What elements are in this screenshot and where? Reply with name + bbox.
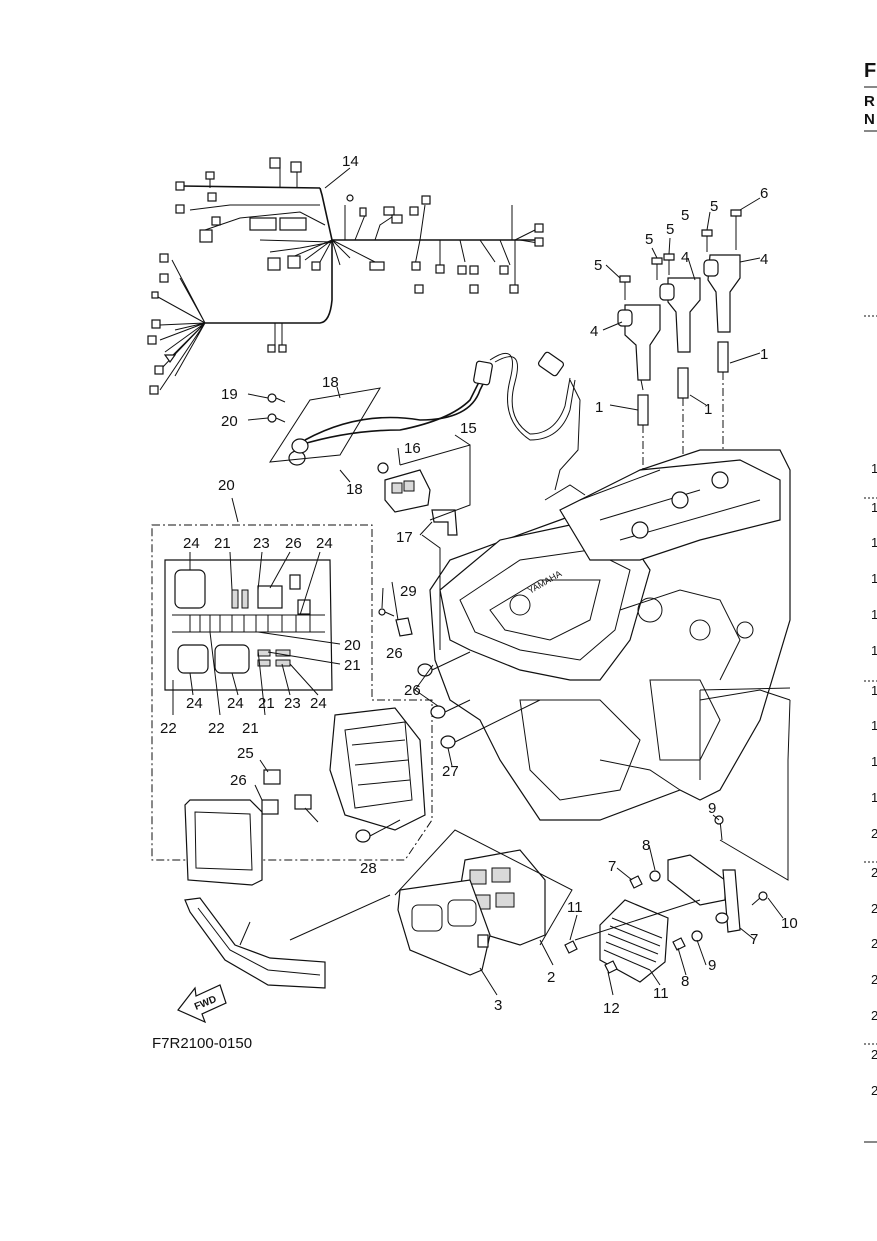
callout-21: 21 — [214, 535, 231, 552]
engine-block: YAMAHA — [429, 449, 791, 821]
fwd-arrow: FWD — [177, 984, 227, 1024]
svg-text:1: 1 — [871, 571, 877, 586]
svg-text:1: 1 — [871, 643, 877, 658]
svg-text:2: 2 — [871, 1008, 877, 1023]
callout-3: 3 — [494, 997, 502, 1014]
callout-20: 21 — [258, 695, 275, 712]
callout-1: 1 — [595, 399, 603, 416]
callout-20: 21 — [242, 720, 259, 737]
callout-21: 22 — [208, 720, 225, 737]
svg-text:1: 1 — [871, 790, 877, 805]
figure-code: F7R2100-0150 — [152, 1035, 252, 1052]
callout-5: 5 — [594, 257, 602, 274]
clip-27 — [378, 608, 413, 637]
callout-1: 1 — [704, 401, 712, 418]
callout-23: 24 — [310, 695, 327, 712]
grommets-26 — [355, 651, 541, 843]
svg-text:1: 1 — [871, 461, 877, 476]
callout-5: 5 — [681, 207, 689, 224]
callout-11: 11 — [567, 899, 583, 916]
svg-text:2: 2 — [871, 826, 877, 841]
callout-23: 24 — [316, 535, 333, 552]
callout-21: 22 — [160, 720, 177, 737]
svg-text:2: 2 — [871, 901, 877, 916]
svg-text:1: 1 — [871, 683, 877, 698]
callout-11: 12 — [603, 1000, 620, 1017]
callout-2: 2 — [547, 969, 555, 986]
callout-24: 25 — [237, 745, 254, 762]
rectifier-regulator — [564, 699, 791, 983]
callout-6: 7 — [750, 931, 758, 948]
callout-24: 26 — [230, 772, 247, 789]
callout-12: 14 — [342, 153, 359, 170]
callout-4: 4 — [681, 249, 689, 266]
svg-text:1: 1 — [871, 607, 877, 622]
strap-29 — [184, 894, 391, 989]
callout-24: 24 — [186, 695, 203, 712]
callout-5: 5 — [666, 221, 674, 238]
callout-22: 23 — [284, 695, 301, 712]
svg-text:2: 2 — [871, 1083, 877, 1098]
svg-text:2: 2 — [871, 972, 877, 987]
callout-1: 1 — [760, 346, 768, 363]
callout-26: 27 — [442, 763, 459, 780]
callout-26: 26 — [386, 645, 403, 662]
edge-header-n: N — [864, 111, 875, 128]
callout-5: 5 — [645, 231, 653, 248]
callout-4: 4 — [590, 323, 598, 340]
svg-text:2: 2 — [871, 936, 877, 951]
callout-25: 26 — [285, 535, 302, 552]
edge-header-r: R — [864, 93, 875, 110]
right-edge-table: F R N 1 1 1 1 1 1 1 1 1 1 2 2 2 2 2 2 2 … — [864, 60, 877, 1143]
callout-16: 18 — [346, 481, 363, 498]
ecm-assembly — [394, 829, 573, 976]
callout-24: 24 — [227, 695, 244, 712]
bolts-18 — [267, 393, 286, 423]
callout-17: 18 — [322, 374, 339, 391]
fuse-box-group — [151, 524, 433, 886]
callout-7: 7 — [608, 858, 616, 875]
callout-8: 9 — [708, 957, 716, 974]
battery-cables — [269, 351, 581, 491]
callout-8: 8 — [642, 837, 650, 854]
edge-header-f: F — [864, 60, 876, 82]
svg-text:1: 1 — [871, 718, 877, 733]
callout-27: 29 — [400, 583, 417, 600]
callout-9: 10 — [781, 915, 798, 932]
callout-5: 6 — [760, 185, 768, 202]
svg-text:1: 1 — [871, 535, 877, 550]
callout-26: 26 — [404, 682, 421, 699]
callout-24: 24 — [183, 535, 200, 552]
callout-21: 21 — [344, 657, 361, 674]
svg-text:2: 2 — [871, 1047, 877, 1062]
svg-text:1: 1 — [871, 754, 877, 769]
callout-26: 28 — [360, 860, 377, 877]
leader-lines — [172, 167, 784, 996]
relay-assembly — [377, 444, 471, 650]
callout-14: 16 — [404, 440, 421, 457]
svg-text:2: 2 — [871, 865, 877, 880]
callout-18: 19 — [221, 386, 238, 403]
callout-5: 5 — [710, 198, 718, 215]
wire-harness — [147, 157, 544, 395]
callout-4: 4 — [760, 251, 768, 268]
callout-labels: 14 1 1 1 2 3 4 4 4 5 5 5 5 5 6 7 7 8 8 9… — [160, 153, 798, 1017]
callout-19: 20 — [218, 477, 235, 494]
ignition-coils — [617, 209, 742, 480]
svg-text:1: 1 — [871, 500, 877, 515]
callout-18: 20 — [221, 413, 238, 430]
callout-9: 9 — [708, 800, 716, 817]
callout-7: 8 — [681, 973, 689, 990]
callout-10: 11 — [653, 985, 669, 1002]
callout-13: 15 — [460, 420, 477, 437]
callout-20: 20 — [344, 637, 361, 654]
callout-22: 23 — [253, 535, 270, 552]
callout-15: 17 — [396, 529, 413, 546]
